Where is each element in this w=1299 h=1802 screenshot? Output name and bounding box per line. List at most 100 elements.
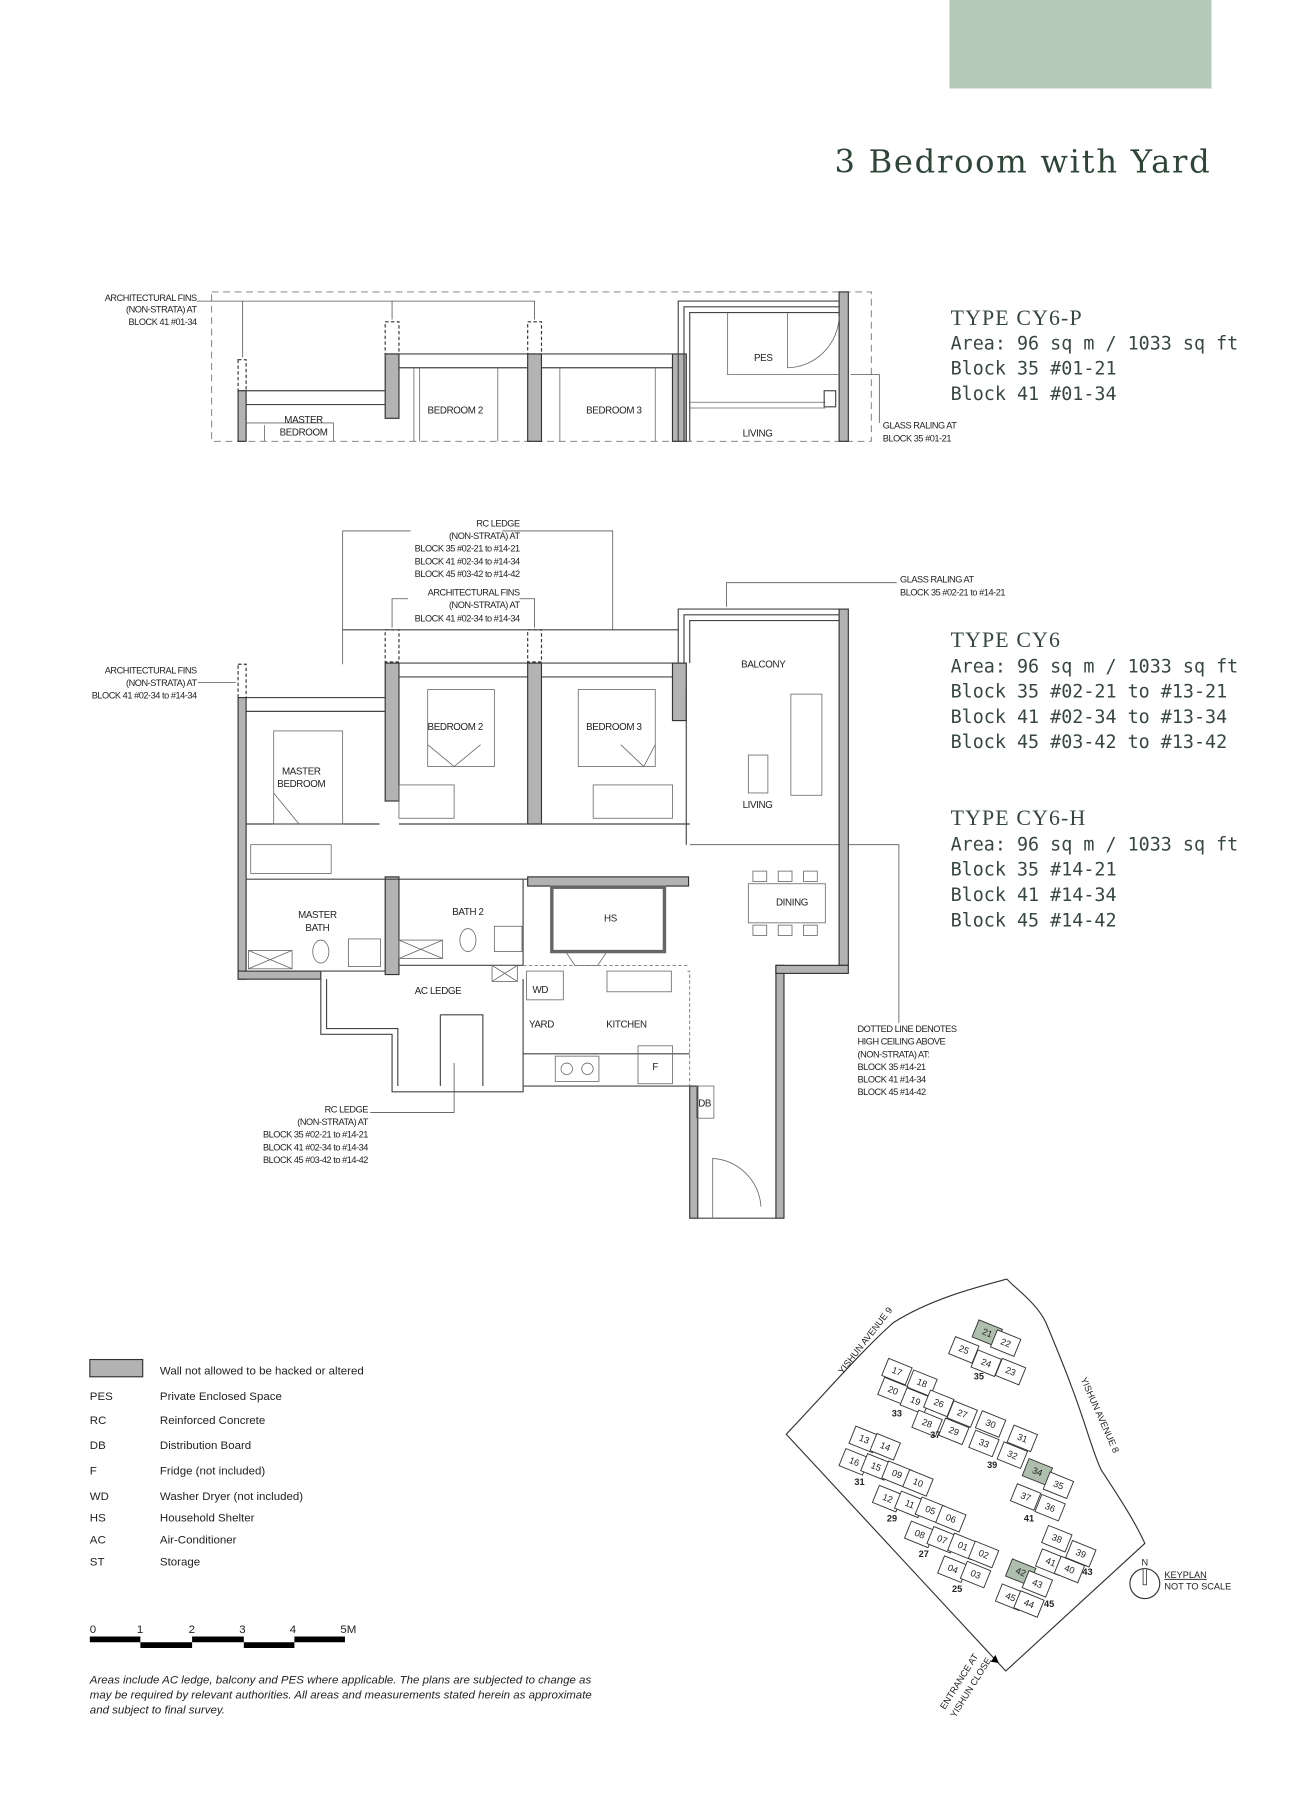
block-number: 25 <box>952 1584 962 1594</box>
unit: 03 <box>959 1560 992 1589</box>
glass-railing-note: GLASS RALING AT BLOCK 35 #02-21 to #14-2… <box>900 575 1006 598</box>
svg-text:33: 33 <box>977 1437 990 1450</box>
room-label-master: BEDROOM <box>280 428 328 439</box>
svg-text:ARCHITECTURAL FINS: ARCHITECTURAL FINS <box>105 293 197 303</box>
scale-bar: 0 1 2 3 4 5M <box>89 1624 356 1649</box>
unit: 32 <box>996 1441 1029 1470</box>
legend-desc: Fridge (not included) <box>160 1465 266 1477</box>
svg-text:22: 22 <box>999 1336 1012 1349</box>
svg-text:09: 09 <box>890 1468 903 1481</box>
type-block: Block 35 #14-21 <box>951 860 1117 881</box>
unit: 02 <box>967 1540 1000 1569</box>
legend-item: RC Reinforced Concrete <box>90 1415 265 1427</box>
svg-text:BLOCK 41 #14-34: BLOCK 41 #14-34 <box>858 1075 927 1085</box>
road-yishun-ave-8: YISHUN AVENUE 8 <box>1079 1376 1121 1455</box>
svg-text:BLOCK 35 #02-21 to #14-21: BLOCK 35 #02-21 to #14-21 <box>900 587 1005 597</box>
unit: 09 <box>881 1460 913 1489</box>
svg-text:GLASS RALING AT: GLASS RALING AT <box>883 421 957 431</box>
main-plan: BALCONY BEDROOM 2 BEDROOM 3 MASTER BEDRO… <box>92 518 1006 1219</box>
svg-text:BLOCK 45 #03-42 to #14-42: BLOCK 45 #03-42 to #14-42 <box>263 1155 368 1165</box>
fins-mid-note: ARCHITECTURAL FINS (NON-STRATA) AT BLOCK… <box>415 587 521 623</box>
room-label-bedroom-3: BEDROOM 3 <box>586 722 641 733</box>
legend-abbr: PES <box>90 1391 113 1403</box>
svg-text:21: 21 <box>981 1326 994 1339</box>
unit: 20 <box>877 1376 909 1405</box>
type-name: TYPE CY6-H <box>951 806 1087 830</box>
unit: 04 <box>937 1555 969 1584</box>
site-boundary <box>785 1278 1146 1672</box>
svg-text:(NON-STRATA) AT: (NON-STRATA) AT <box>126 678 198 688</box>
rc-ledge-bottom-note: RC LEDGE (NON-STRATA) AT BLOCK 35 #02-21… <box>263 1104 369 1165</box>
svg-text:31: 31 <box>1016 1432 1029 1445</box>
unit: 36 <box>1034 1493 1066 1522</box>
unit-highlighted: 34 <box>1021 1457 1054 1486</box>
room-label-pes: PES <box>754 353 773 364</box>
svg-text:08: 08 <box>913 1528 926 1541</box>
legend-desc: Reinforced Concrete <box>160 1415 265 1427</box>
svg-text:29: 29 <box>947 1425 960 1438</box>
dotted-line-note: DOTTED LINE DENOTES HIGH CEILING ABOVE (… <box>858 1024 958 1097</box>
svg-text:10: 10 <box>911 1476 924 1489</box>
type-cy6-p: TYPE CY6-P Area: 96 sq m / 1033 sq ft Bl… <box>951 306 1239 405</box>
svg-text:12: 12 <box>881 1492 894 1505</box>
room-label-bedroom-2: BEDROOM 2 <box>428 722 483 733</box>
svg-text:14: 14 <box>879 1440 892 1453</box>
unit: 29 <box>938 1417 970 1446</box>
svg-text:(NON-STRATA) AT: (NON-STRATA) AT <box>449 600 521 610</box>
unit: 35 <box>1042 1471 1075 1500</box>
room-label-kitchen: KITCHEN <box>606 1019 647 1030</box>
svg-text:45: 45 <box>1004 1591 1017 1604</box>
unit: 37 <box>1009 1483 1042 1511</box>
svg-text:13: 13 <box>858 1433 871 1446</box>
svg-text:40: 40 <box>1063 1563 1076 1576</box>
svg-text:34: 34 <box>1031 1465 1044 1478</box>
room-label-balcony: BALCONY <box>741 660 786 671</box>
svg-text:16: 16 <box>848 1455 861 1468</box>
svg-text:17: 17 <box>890 1365 903 1378</box>
svg-text:25: 25 <box>957 1343 970 1356</box>
svg-text:HIGH CEILING ABOVE: HIGH CEILING ABOVE <box>858 1037 946 1047</box>
room-label-living: LIVING <box>743 429 773 440</box>
block-number: 33 <box>892 1408 902 1418</box>
unit: 43 <box>1021 1570 1054 1598</box>
legend: Wall not allowed to be hacked or altered… <box>89 1358 364 1568</box>
legend-abbr: WD <box>90 1491 109 1503</box>
svg-text:32: 32 <box>1006 1448 1019 1461</box>
room-label-master-bath: BATH <box>305 923 329 934</box>
legend-abbr: ST <box>90 1556 105 1568</box>
svg-text:05: 05 <box>924 1504 937 1517</box>
svg-text:24: 24 <box>980 1357 993 1370</box>
svg-text:15: 15 <box>869 1460 882 1473</box>
legend-item: ST Storage <box>90 1556 200 1568</box>
block-number: 31 <box>854 1477 864 1487</box>
unit: 33 <box>968 1429 1000 1458</box>
svg-text:41: 41 <box>1044 1555 1057 1568</box>
type-block: Block 35 #01-21 <box>951 359 1117 380</box>
unit: 26 <box>922 1389 955 1418</box>
svg-text:23: 23 <box>1004 1365 1017 1378</box>
legend-desc: Storage <box>160 1556 200 1568</box>
type-cy6-h: TYPE CY6-H Area: 96 sq m / 1033 sq ft Bl… <box>951 806 1239 931</box>
room-label-db: DB <box>698 1099 711 1110</box>
unit: 25 <box>948 1336 980 1364</box>
svg-text:1: 1 <box>137 1624 143 1636</box>
svg-text:BLOCK 41 #02-34 to #14-34: BLOCK 41 #02-34 to #14-34 <box>415 556 520 566</box>
svg-text:BLOCK 41 #02-34 to #14-34: BLOCK 41 #02-34 to #14-34 <box>415 614 520 624</box>
svg-text:0: 0 <box>90 1624 96 1636</box>
legend-desc: Household Shelter <box>160 1513 255 1525</box>
unit: 39 <box>1065 1539 1097 1568</box>
room-label-master-bedroom: MASTER <box>282 767 321 778</box>
svg-text:28: 28 <box>920 1417 933 1430</box>
block-number: 41 <box>1024 1514 1034 1524</box>
type-block: Block 35 #02-21 to #13-21 <box>951 682 1228 703</box>
room-label-ac-ledge: AC LEDGE <box>415 986 462 997</box>
legend-abbr: RC <box>90 1415 107 1427</box>
svg-text:Areas include AC ledge, balcon: Areas include AC ledge, balcony and PES … <box>89 1675 592 1687</box>
svg-text:BLOCK 35 #02-21 to #14-21: BLOCK 35 #02-21 to #14-21 <box>263 1130 368 1140</box>
svg-text:RC LEDGE: RC LEDGE <box>476 518 520 528</box>
block-number: 43 <box>1082 1567 1092 1577</box>
